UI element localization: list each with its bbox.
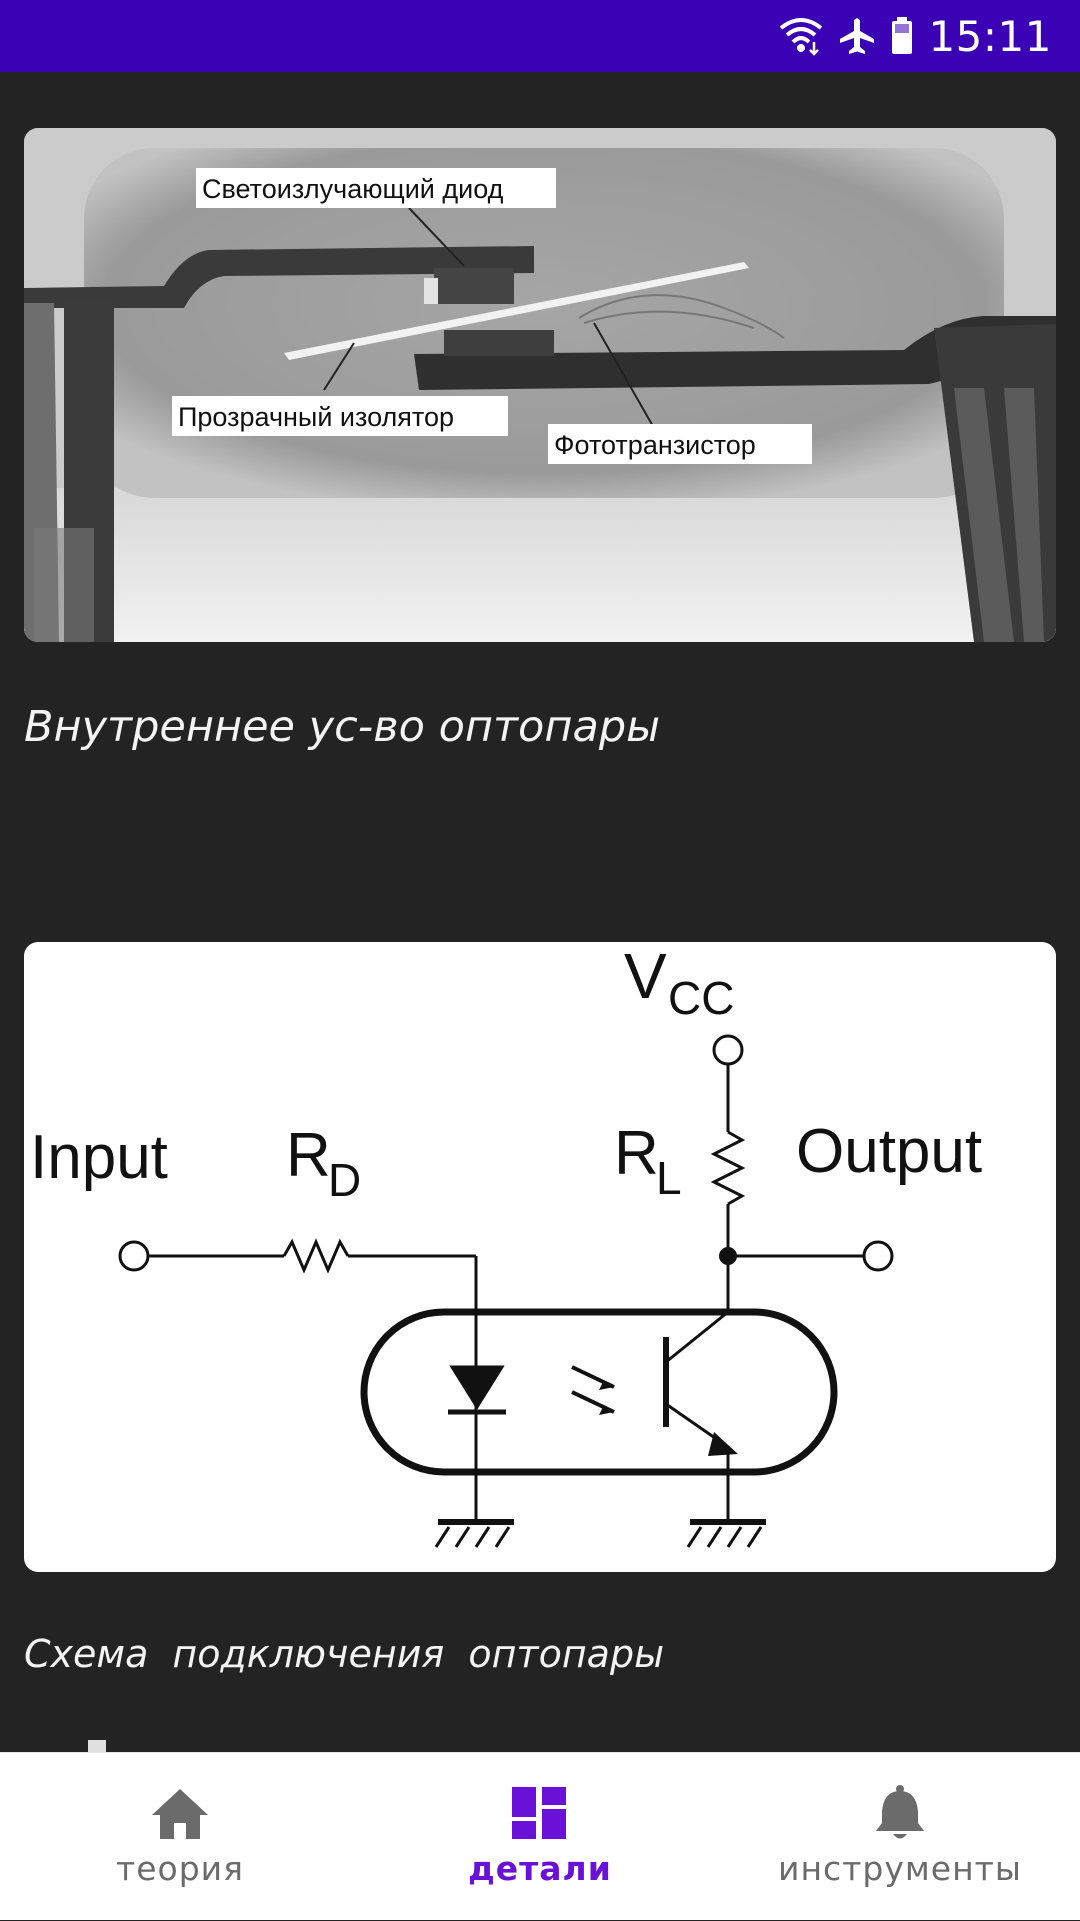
insulator-label: Прозрачный изолятор (178, 402, 454, 432)
wifi-icon (778, 16, 824, 56)
rl-subscript: L (656, 1152, 682, 1204)
nav-item-theory[interactable]: теория (10, 1753, 350, 1921)
dashboard-icon (512, 1787, 566, 1839)
led-label: Светоизлучающий диод (202, 174, 504, 204)
nav-item-tools[interactable]: инструменты (730, 1753, 1070, 1921)
caption-connection-scheme: Схема подключения оптопары (24, 1632, 665, 1676)
bottom-navigation: теория детали инструменты (0, 1752, 1080, 1920)
rd-label: R (286, 1121, 331, 1190)
optocoupler-xray-image: Светоизлучающий диод Прозрачный изолятор… (24, 128, 1056, 642)
airplane-mode-icon (838, 16, 876, 56)
output-label: Output (796, 1117, 982, 1186)
caption-internal-structure: Внутреннее ус-во оптопары (24, 702, 661, 752)
content-scroll-area[interactable]: Светоизлучающий диод Прозрачный изолятор… (0, 72, 1080, 1752)
home-icon (152, 1789, 208, 1839)
rd-subscript: D (328, 1154, 361, 1206)
nav-item-details[interactable]: детали (370, 1753, 710, 1921)
next-content-peek (88, 1740, 106, 1752)
battery-icon (890, 16, 914, 56)
rl-label: R (614, 1119, 659, 1188)
optocoupler-schematic: V CC Input R D R L Output (24, 942, 1056, 1572)
status-bar: 15:11 (0, 0, 1080, 72)
vcc-subscript: CC (668, 972, 734, 1024)
nav-label-details: детали (468, 1849, 612, 1888)
phototransistor-label: Фототранзистор (554, 430, 756, 460)
vcc-label: V (624, 942, 667, 1012)
input-label: Input (30, 1123, 168, 1192)
bell-icon (876, 1785, 924, 1839)
nav-label-theory: теория (116, 1849, 244, 1888)
status-time: 15:11 (928, 11, 1052, 61)
nav-label-tools: инструменты (778, 1849, 1022, 1888)
